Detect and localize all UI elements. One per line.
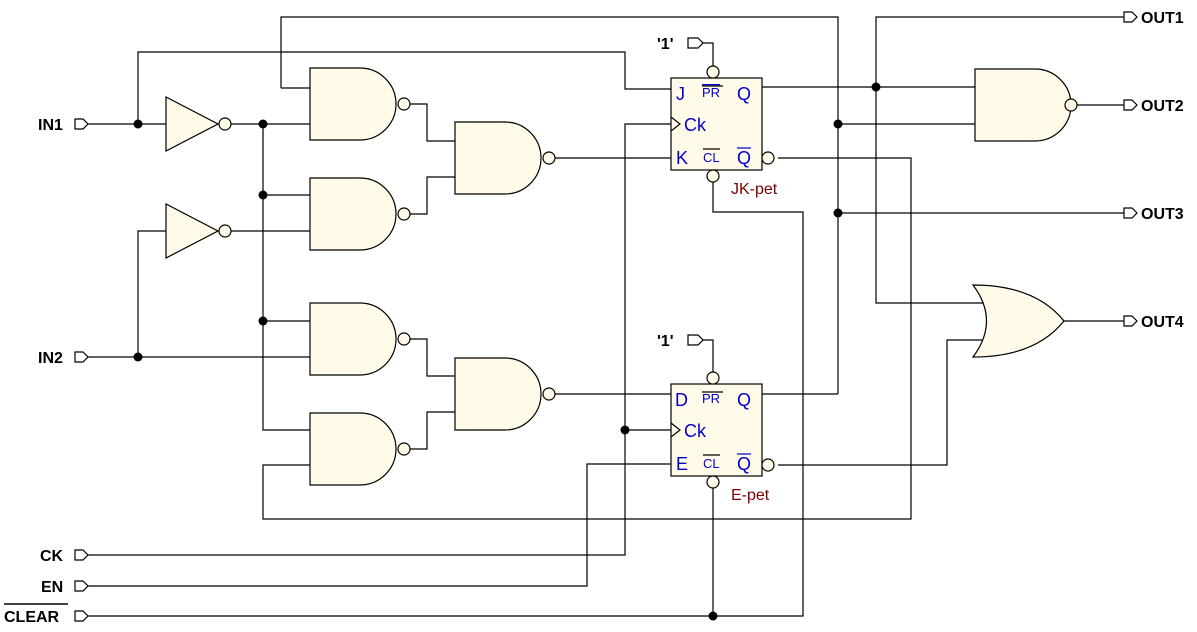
e-preset-port-icon xyxy=(687,334,704,346)
output-port-out1: OUT1 xyxy=(1123,10,1184,27)
output-port-icon xyxy=(1123,207,1138,219)
wire-epet-qbar-to-or xyxy=(778,339,985,466)
e-pin-cl: CL xyxy=(703,456,720,471)
junction-dot xyxy=(133,119,143,129)
e-flipflop: D PR Q Ck E CL Q E-pet '1' xyxy=(657,333,775,504)
wire-ck xyxy=(88,123,671,556)
jk-preset-bubble xyxy=(706,65,720,79)
wire-not1-vertical xyxy=(262,124,310,431)
input-port-ck: CK xyxy=(40,548,89,565)
output-port-out3: OUT3 xyxy=(1123,206,1184,223)
junction-dot xyxy=(620,425,630,435)
output-port-icon xyxy=(1123,99,1138,111)
input-port-icon xyxy=(74,610,89,622)
junction-dot xyxy=(871,82,881,92)
nand-gate-out2 xyxy=(974,68,1078,142)
e-pin-ck: Ck xyxy=(684,421,707,441)
input-port-icon xyxy=(74,549,89,561)
input-label-in1: IN1 xyxy=(38,117,63,134)
e-pin-e: E xyxy=(676,454,688,474)
output-label-out4: OUT4 xyxy=(1141,314,1184,331)
nand-gate-5 xyxy=(454,121,556,195)
jk-pin-qbar: Q xyxy=(737,148,751,168)
wire-and1-to-nand5 xyxy=(410,103,455,142)
wire-and3-to-nand6 xyxy=(410,338,455,377)
wire-preset-jk xyxy=(703,42,714,66)
jk-preset-port-icon xyxy=(687,37,704,49)
jk-pin-j: J xyxy=(676,84,685,104)
input-port-en: EN xyxy=(41,579,89,596)
input-port-in2: IN2 xyxy=(38,350,89,367)
input-port-icon xyxy=(74,351,89,363)
input-port-icon xyxy=(74,580,89,592)
wire-en xyxy=(88,463,671,587)
e-pin-q: Q xyxy=(737,390,751,410)
wire-preset-epet xyxy=(703,339,714,372)
jk-clear-bubble xyxy=(706,169,720,183)
nand-gate-2 xyxy=(309,177,411,251)
jk-pin-cl: CL xyxy=(703,150,720,165)
jk-preset-const: '1' xyxy=(657,36,674,53)
wire-jk-q-to-or xyxy=(875,87,985,304)
jk-qbar-bubble xyxy=(761,151,775,165)
nand-gate-6 xyxy=(454,357,556,431)
input-ports: IN1 IN2 CK EN CLEAR xyxy=(4,117,89,626)
nand-gate-1 xyxy=(309,67,411,141)
wire-and4-to-nand6 xyxy=(410,411,455,450)
junction-dot xyxy=(833,208,843,218)
nand-gate-4 xyxy=(309,412,411,486)
junction-dot xyxy=(258,119,268,129)
input-port-clear: CLEAR xyxy=(4,603,89,626)
input-port-in1: IN1 xyxy=(38,117,89,134)
output-label-out1: OUT1 xyxy=(1141,10,1184,27)
output-port-out2: OUT2 xyxy=(1123,98,1184,115)
e-name-label: E-pet xyxy=(731,487,770,504)
wire-feedback-top xyxy=(280,16,839,394)
input-label-clear: CLEAR xyxy=(4,609,60,626)
wire-jk-q-to-out1 xyxy=(875,16,1124,87)
input-label-en: EN xyxy=(41,579,63,596)
jk-pin-ck: Ck xyxy=(684,115,707,135)
output-port-icon xyxy=(1123,11,1138,23)
wires xyxy=(88,16,1124,617)
or-gate-out4 xyxy=(971,284,1065,358)
junction-dot xyxy=(258,316,268,326)
jk-clock-triangle xyxy=(670,116,681,132)
e-pin-qbar: Q xyxy=(737,454,751,474)
wire-in1-to-jk-j xyxy=(137,51,671,124)
wire-clear xyxy=(88,182,804,617)
output-label-out2: OUT2 xyxy=(1141,98,1184,115)
junction-dot xyxy=(258,190,268,200)
wire-and2-to-nand5 xyxy=(410,176,455,215)
e-qbar-bubble xyxy=(761,458,775,472)
nand-gate-3 xyxy=(309,302,411,376)
not-gate-1 xyxy=(165,96,232,152)
output-port-icon xyxy=(1123,315,1138,327)
e-clock-triangle xyxy=(670,422,681,438)
input-label-in2: IN2 xyxy=(38,350,63,367)
e-clear-bubble xyxy=(706,475,720,489)
jk-pin-pr: PR xyxy=(702,85,720,100)
junction-dot xyxy=(833,119,843,129)
e-preset-const: '1' xyxy=(657,333,674,350)
input-port-icon xyxy=(74,118,89,130)
e-preset-bubble xyxy=(706,371,720,385)
output-port-out4: OUT4 xyxy=(1123,314,1184,331)
e-pin-pr: PR xyxy=(702,391,720,406)
output-label-out3: OUT3 xyxy=(1141,206,1184,223)
junction-dot xyxy=(133,352,143,362)
jk-flipflop: J PR Q Ck K CL Q JK-pet '1' xyxy=(657,36,778,198)
jk-pin-k: K xyxy=(676,148,688,168)
jk-name-label: JK-pet xyxy=(731,181,778,198)
not-gate-2 xyxy=(165,203,232,259)
wire-in2-to-not2 xyxy=(137,230,166,357)
junctions xyxy=(133,82,881,621)
jk-pin-q: Q xyxy=(737,84,751,104)
e-pin-d: D xyxy=(675,390,688,410)
junction-dot xyxy=(708,611,718,621)
input-label-ck: CK xyxy=(40,548,64,565)
output-ports: OUT1 OUT2 OUT3 OUT4 xyxy=(1123,10,1184,331)
